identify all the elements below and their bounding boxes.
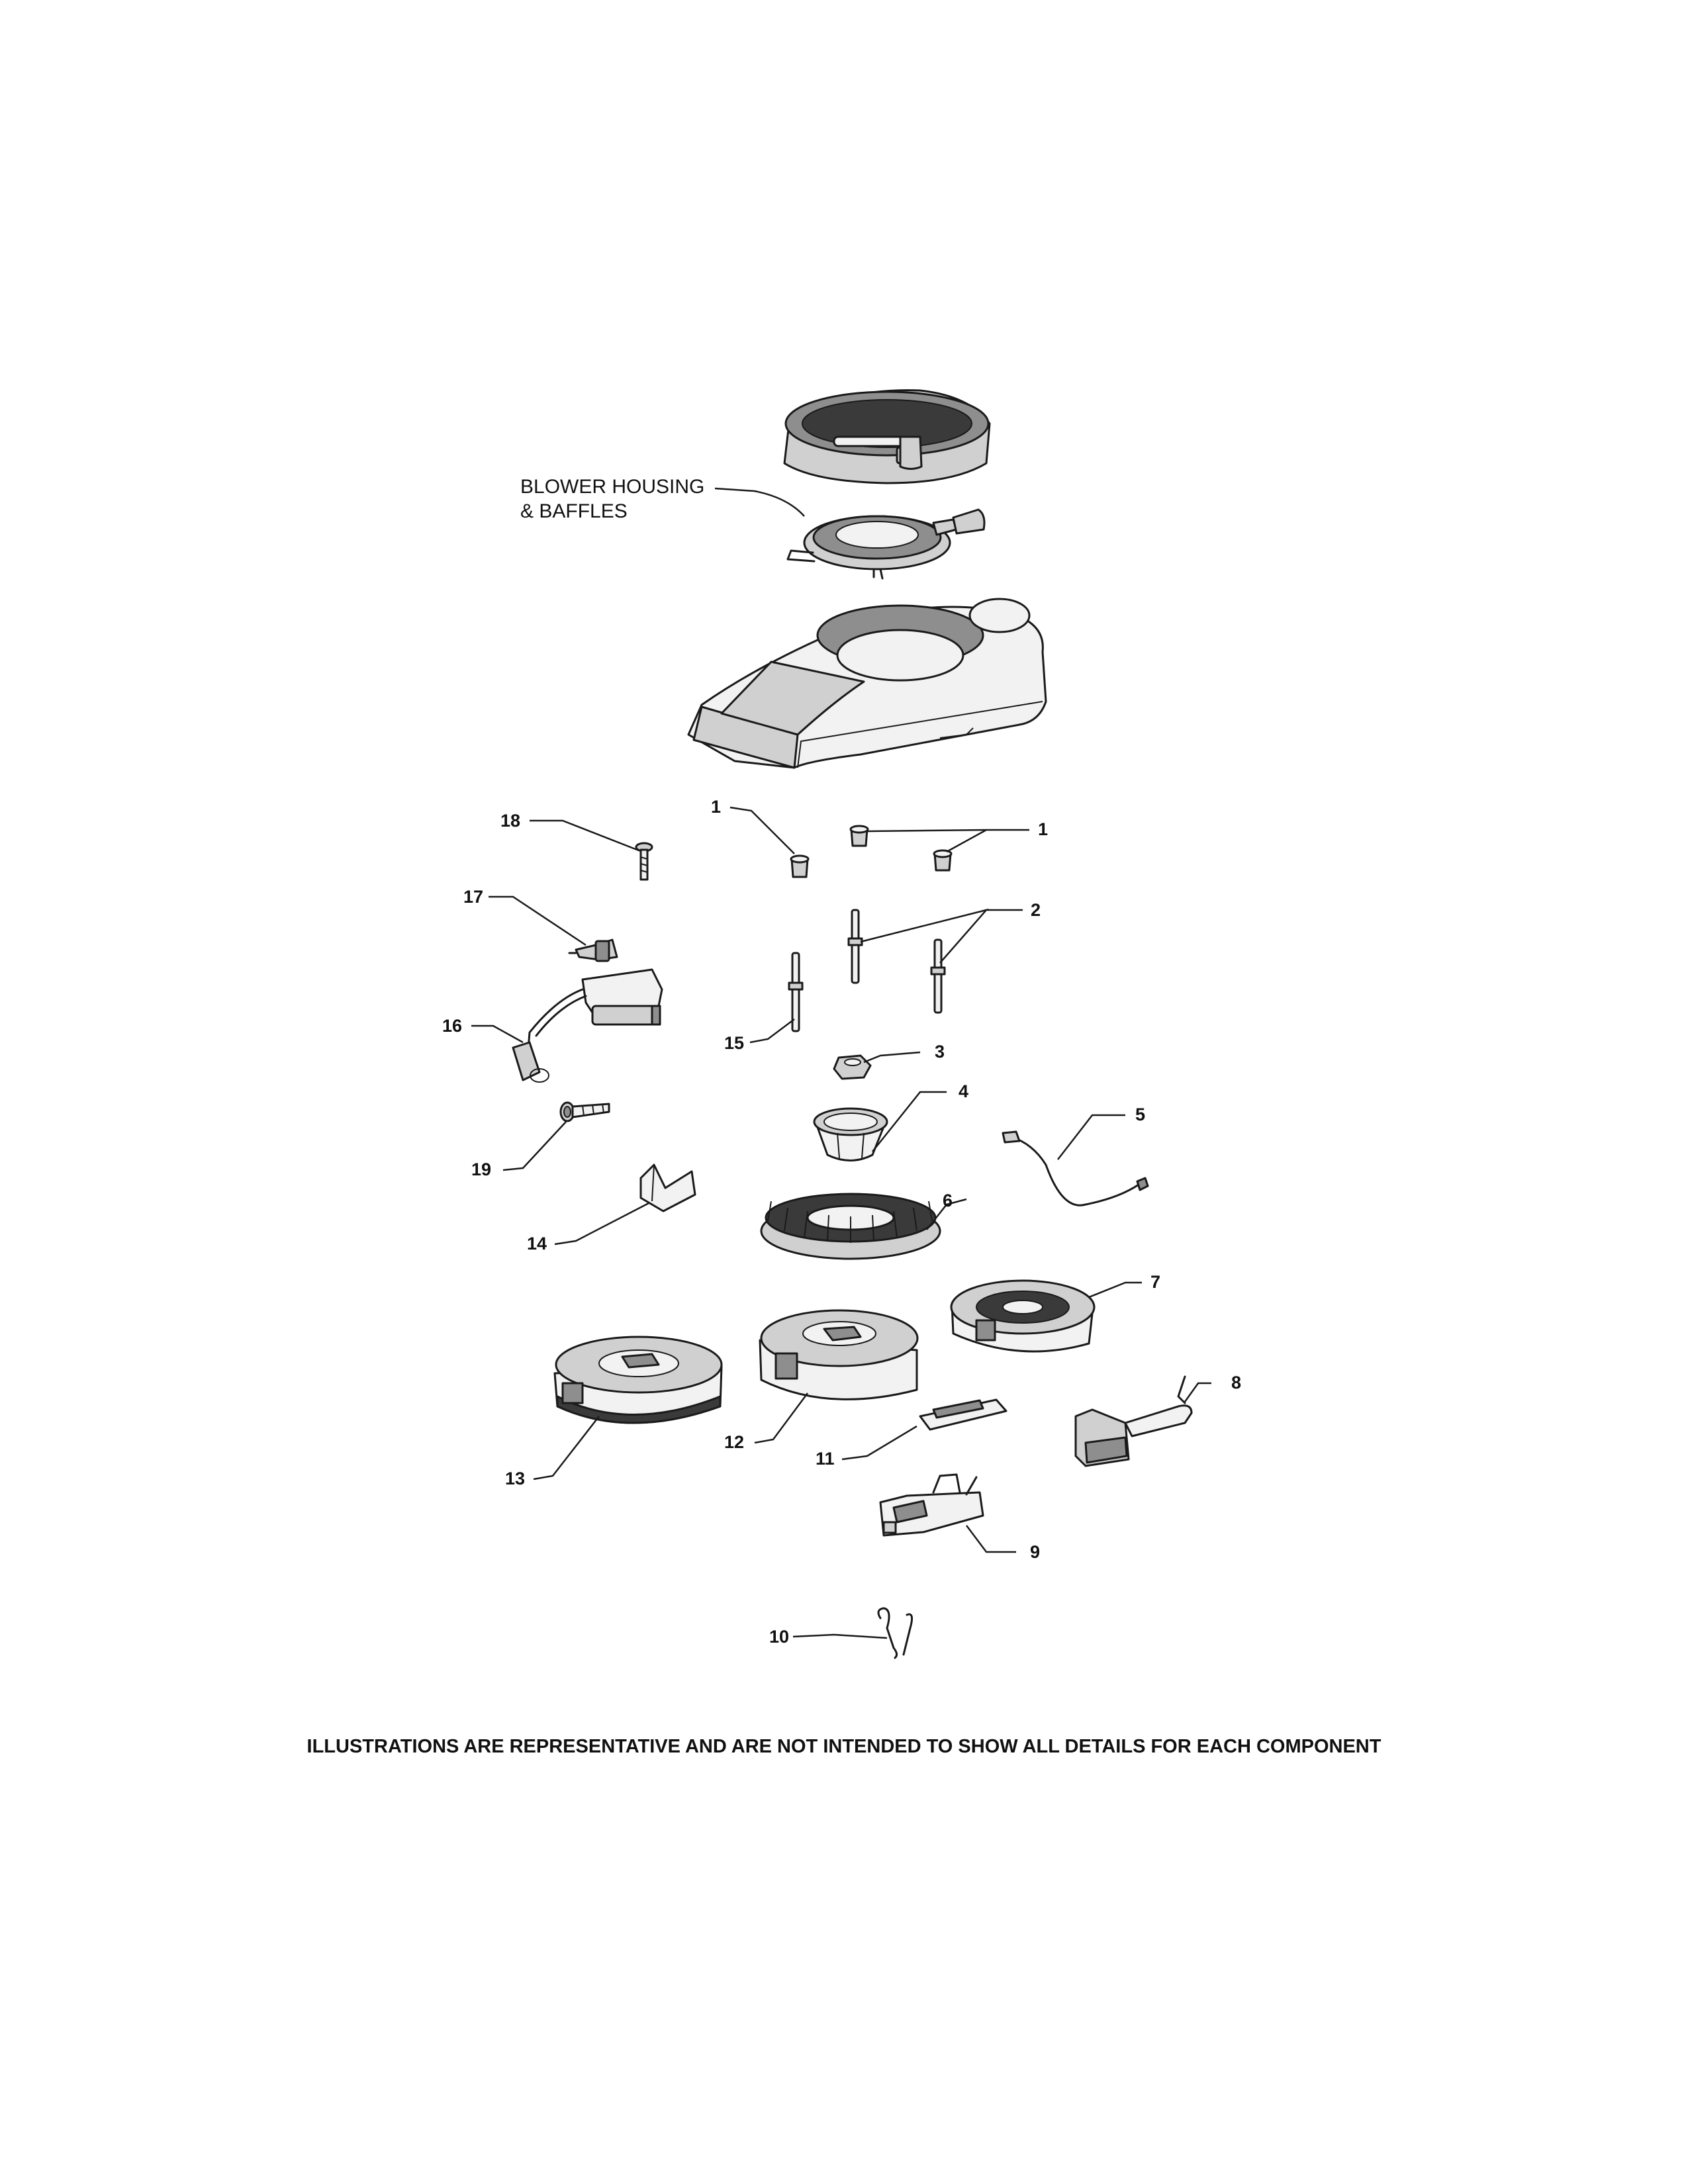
callout-14: 14 <box>527 1234 547 1253</box>
leader-7 <box>1088 1281 1142 1298</box>
callout-7: 7 <box>1150 1272 1160 1292</box>
illustration-disclaimer: ILLUSTRATIONS ARE REPRESENTATIVE AND ARE… <box>307 1736 1382 1757</box>
leader-4 <box>872 1091 947 1152</box>
part-1-nut-b <box>849 825 869 847</box>
part-17-spark-plug <box>568 938 618 962</box>
leader-14 <box>554 1202 649 1246</box>
part-18-screw <box>635 842 653 881</box>
part-15-stud <box>788 952 804 1032</box>
leader-17 <box>489 895 586 946</box>
leader-2 <box>860 908 1023 964</box>
part-7-flywheel <box>950 1279 1096 1353</box>
callout-5: 5 <box>1135 1105 1145 1124</box>
callout-6: 6 <box>943 1191 953 1210</box>
leader-13 <box>533 1416 600 1480</box>
callout-19: 19 <box>471 1160 491 1179</box>
leader-6 <box>926 1198 967 1230</box>
callout-11: 11 <box>816 1449 835 1469</box>
part-6-flywheel-fan <box>760 1193 941 1260</box>
group-label-line1: BLOWER HOUSING <box>520 476 704 498</box>
callout-17: 17 <box>463 887 483 907</box>
leader-18 <box>530 819 639 852</box>
callout-3: 3 <box>935 1042 945 1062</box>
leader-5 <box>1057 1114 1125 1160</box>
part-8-brake-assembly <box>1074 1375 1193 1467</box>
part-10-spring <box>877 1607 914 1659</box>
part-19-screw <box>559 1101 610 1122</box>
recoil-pulley-assembly <box>786 508 986 580</box>
part-4-starter-cup <box>813 1107 888 1161</box>
leader-8 <box>1184 1382 1211 1402</box>
part-9-control-bracket <box>879 1473 984 1537</box>
leader-9 <box>966 1525 1016 1553</box>
group-label-line2: & BAFFLES <box>520 500 628 522</box>
callout-16: 16 <box>442 1016 462 1036</box>
part-12-flywheel <box>759 1309 919 1400</box>
part-16-ignition-coil <box>512 968 663 1083</box>
leader-15 <box>749 1019 795 1044</box>
callout-8: 8 <box>1231 1373 1241 1392</box>
part-14-baffle <box>639 1163 696 1212</box>
leader-1b <box>867 829 1029 853</box>
blower-housing <box>687 598 1047 769</box>
part-3-flywheel-nut <box>833 1054 872 1080</box>
leader-11 <box>841 1425 917 1461</box>
callout-15: 15 <box>724 1033 744 1053</box>
callout-2: 2 <box>1031 900 1041 920</box>
callout-13: 13 <box>505 1469 525 1488</box>
callout-4: 4 <box>959 1081 968 1101</box>
leader-12 <box>754 1392 809 1444</box>
callout-10: 10 <box>769 1627 789 1647</box>
part-1-nut-a <box>790 854 810 878</box>
leader-16 <box>471 1024 524 1044</box>
callout-1a: 1 <box>711 797 721 817</box>
leader-10 <box>792 1633 888 1639</box>
part-2-stud-b <box>930 938 946 1014</box>
part-2-stud-a <box>847 909 863 984</box>
callout-1b: 1 <box>1038 819 1048 839</box>
callout-9: 9 <box>1030 1542 1040 1562</box>
leader-3 <box>863 1051 921 1064</box>
callout-12: 12 <box>724 1432 744 1452</box>
part-13-flywheel-ring-gear <box>553 1336 723 1424</box>
part-11-bracket <box>919 1398 1008 1431</box>
part-5-ground-wire <box>1002 1130 1149 1206</box>
leader-1a <box>729 806 795 854</box>
part-1-nut-c <box>933 849 953 872</box>
group-label-leader <box>714 487 805 517</box>
recoil-starter-cover <box>783 389 991 484</box>
leader-19 <box>502 1121 567 1171</box>
callout-18: 18 <box>500 811 520 831</box>
